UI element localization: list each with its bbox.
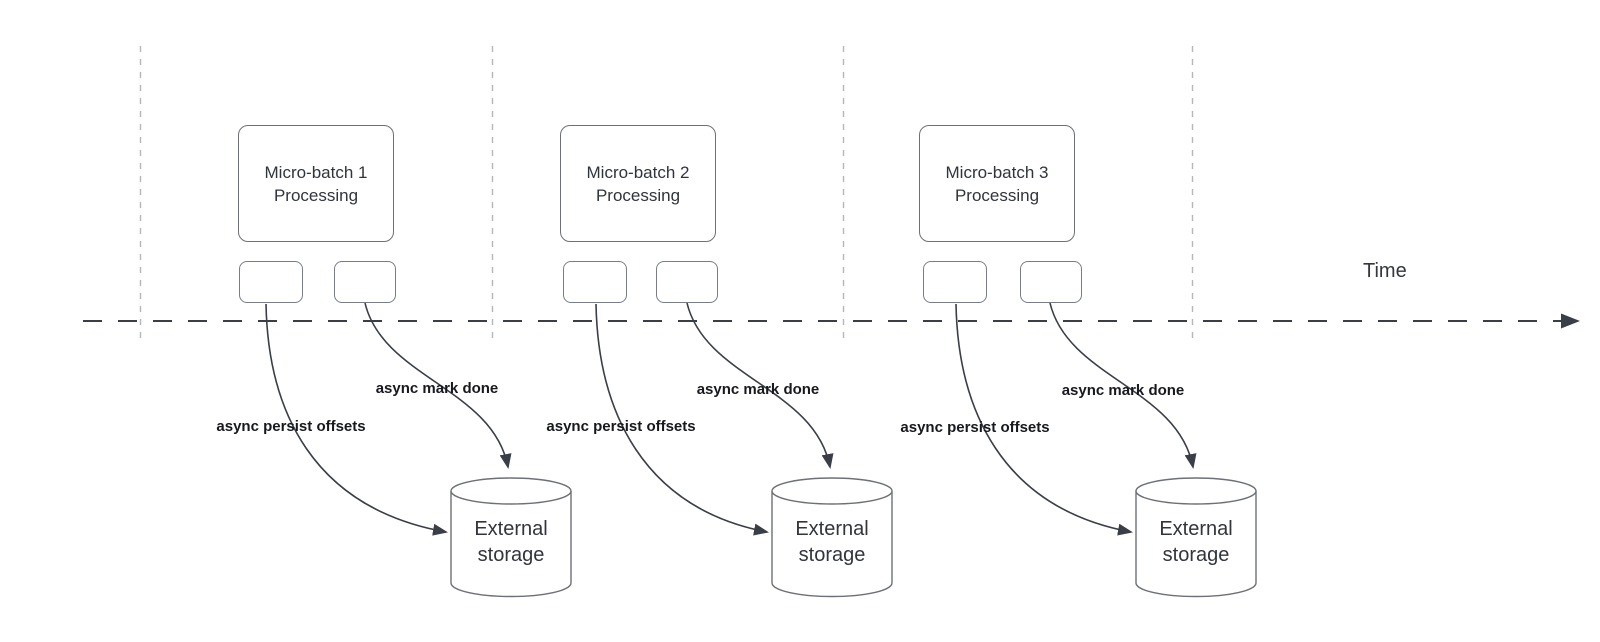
persist-offsets-arrow-1 [265, 303, 448, 536]
persist-offsets-arrow-3 [955, 303, 1133, 536]
storage-label-3: External storage [1159, 518, 1233, 566]
micro-batch-box-3: Micro-batch 3 Processing [919, 125, 1075, 242]
micro-batch-box-2: Micro-batch 2 Processing [560, 125, 716, 242]
storage-label-2: External storage [795, 518, 869, 566]
persist-offsets-label-1: async persist offsets [216, 418, 366, 435]
persist-task-box-2 [563, 261, 627, 303]
persist-task-box-1 [239, 261, 303, 303]
storage-cylinder-1 [450, 477, 572, 598]
mark-done-task-box-1 [334, 261, 396, 303]
mark-done-arrow-1 [364, 302, 512, 469]
mark-done-label-1: async mark done [375, 380, 499, 397]
persist-offsets-label-2: async persist offsets [546, 418, 696, 435]
mark-done-label-2: async mark done [696, 381, 820, 398]
micro-batch-box-1: Micro-batch 1 Processing [238, 125, 394, 242]
mark-done-arrow-2 [686, 302, 834, 469]
persist-task-box-3 [923, 261, 987, 303]
persist-offsets-label-3: async persist offsets [900, 419, 1050, 436]
mark-done-task-box-2 [656, 261, 718, 303]
mark-done-label-3: async mark done [1061, 382, 1185, 399]
storage-cylinder-2 [771, 477, 893, 598]
time-axis-label: Time [1363, 260, 1407, 282]
storage-label-1: External storage [474, 518, 548, 566]
mark-done-task-box-3 [1020, 261, 1082, 303]
persist-offsets-arrow-2 [595, 303, 769, 536]
storage-cylinder-3 [1135, 477, 1257, 598]
mark-done-arrow-3 [1049, 302, 1197, 469]
